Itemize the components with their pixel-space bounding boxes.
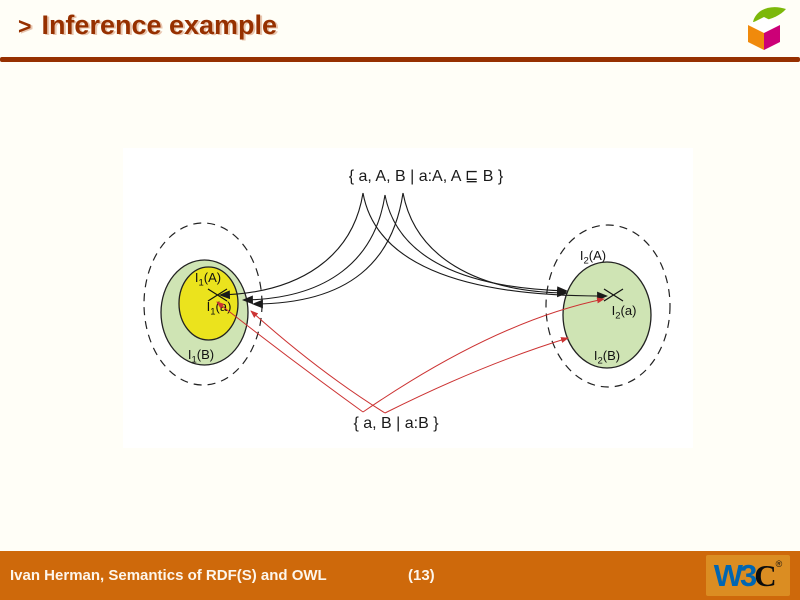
right-interpretation-domain [545,224,671,388]
arrow-A-to-right [384,194,569,296]
page-title: > Inference example [18,10,277,41]
right-set-AB-ellipse [562,261,652,369]
left-element-x-mark [207,288,228,302]
title-text: Inference example [41,10,278,40]
footer-bar: Ivan Herman, Semantics of RDF(S) and OWL… [0,551,800,600]
header-rule [0,57,800,62]
arrow-B-to-left [251,192,404,309]
bottom-set-label: { a, B | a:B } [353,415,439,432]
left-set-A-ellipse [178,266,239,341]
right-element-x-mark [603,288,624,302]
left-label-A: I1(A) [195,270,221,289]
label-base: I [580,248,584,263]
label-rest: (A) [589,248,606,263]
label-rest: (a) [621,303,637,318]
label-base: I [207,299,211,314]
label-sub: 1 [198,278,203,289]
registered-mark-icon: ® [775,559,783,569]
right-label-B: I2(B) [594,348,620,367]
right-label-a: I2(a) [612,303,637,322]
arrow-a-to-left [218,192,364,300]
w3c-logo-w3: W3 [713,557,757,593]
footer-page-number: (13) [408,567,435,584]
label-base: I [612,303,616,318]
arrow-B-to-right [402,192,569,298]
footer-author: Ivan Herman, Semantics of RDF(S) and OWL [10,567,327,584]
right-label-A: I2(A) [580,248,606,267]
label-rest: (B) [603,348,620,363]
label-rest: (B) [197,347,214,362]
label-rest: (A) [204,270,221,285]
red-arrow-B-to-left [250,310,386,414]
label-sub: 2 [597,356,602,367]
cube-leaf [753,7,786,22]
label-base: I [594,348,598,363]
red-arrow-B-to-right [384,337,569,414]
red-arrow-a-to-right [362,297,605,413]
left-label-B: I1(B) [188,347,214,366]
w3c-logo-c: C [754,557,776,593]
label-sub: 1 [191,355,196,366]
red-mapping-arrows [216,297,605,414]
arrow-A-to-left [241,194,386,305]
title-marker: > [18,13,32,39]
label-sub: 1 [210,307,215,318]
cube-right-face [764,25,780,50]
label-base: I [195,270,199,285]
label-base: I [188,347,192,362]
black-mapping-arrows [218,192,609,309]
inference-diagram: { a, A, B | a:A, A ⊑ B } { a, B | a:B } … [123,148,693,448]
top-set-label: { a, A, B | a:A, A ⊑ B } [349,168,504,185]
arrow-a-to-right [362,192,609,301]
cube-left-face [748,25,764,50]
semantic-web-cube-icon [748,7,786,50]
label-sub: 2 [615,311,620,322]
red-arrow-a-to-left [216,301,364,413]
left-interpretation-domain [143,222,263,386]
label-sub: 2 [583,256,588,267]
right-domain-dashed-ellipse [545,224,671,388]
